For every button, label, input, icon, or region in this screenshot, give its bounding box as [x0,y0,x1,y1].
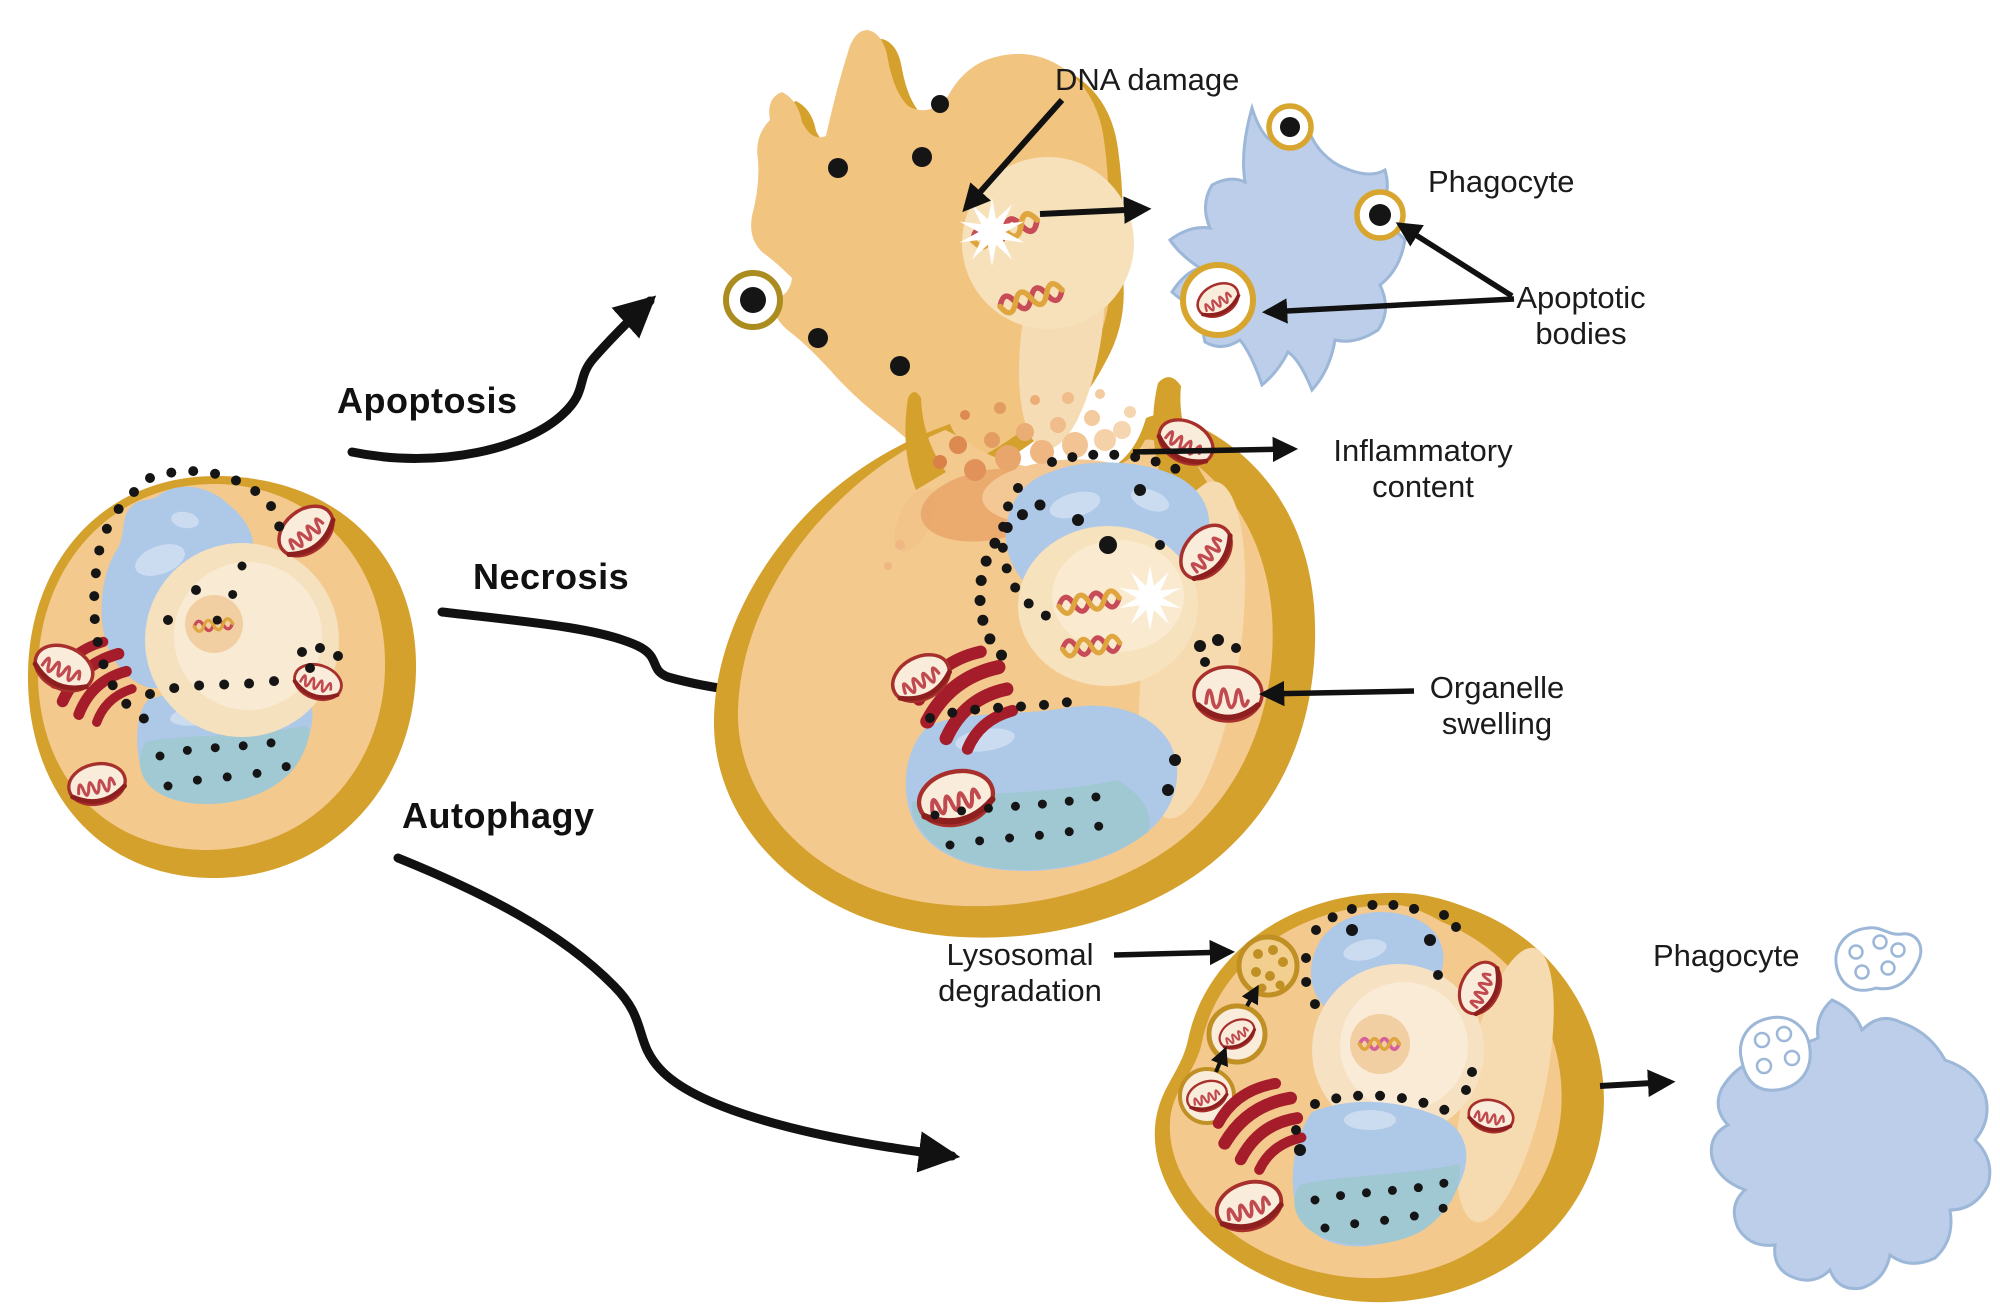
ribosome-dots [89,466,303,791]
ribosome-dots [925,449,1183,850]
apoptotic-to-phagocyte-arrow [1039,196,1152,224]
ribosome-dots [163,585,343,673]
lysosome [1236,934,1300,998]
phagocyte-cell-bottom [1709,926,1992,1291]
apoptosis-pathway-arrow [347,295,657,463]
dna-damage-label: DNA damage [1055,62,1240,97]
lysosomal-degradation-label: Lysosomal degradation [938,937,1102,1008]
phagocyte-bottom-label: Phagocyte [1653,938,1800,973]
phagocyte-top-label: Phagocyte [1428,164,1575,199]
necrosis-label: Necrosis [473,556,630,597]
apoptotic-body [1354,189,1406,241]
chromatin-dots [808,95,949,376]
organelle-swelling-arrow [1258,680,1415,707]
lysosomal-degradation-arrow [1113,939,1236,966]
er-cisterna [1049,491,1101,519]
necrotic-cell [714,377,1316,938]
er-cisterna [171,511,199,529]
phagocyte-cell-top [1167,102,1407,393]
apoptosis-label: Apoptosis [337,380,518,421]
autophagy-cell [1154,892,1604,1303]
autophagy-pathway-arrow [393,853,961,1173]
autophagy-label: Autophagy [402,795,595,836]
engulfed-vesicle [1739,1015,1812,1092]
er-cisterna [135,544,185,576]
nucleus [962,157,1134,329]
swollen-mitochondrion [1194,667,1262,721]
apoptotic-body [1180,262,1256,338]
inflammatory-content-arrow [1132,436,1299,463]
degradation-step-arrows [1210,984,1259,1073]
dna-damage-arrow [962,98,1065,213]
apoptotic-body [723,270,783,330]
cytoplasm-light-band [1456,947,1554,1223]
autophagosome [1206,1003,1268,1065]
free-vesicle [1834,926,1923,992]
healthy-cell [28,466,417,879]
er-cisterna [1343,939,1387,961]
apoptotic-body [1266,103,1314,151]
inflammatory-content-label: Inflammatory content [1333,433,1513,504]
organelle-swelling-label: Organelle swelling [1429,670,1565,741]
ribosome-dots [1291,910,1477,1156]
apoptotic-bodies-arrows [1261,222,1515,324]
ribosome-dots [1300,899,1460,1233]
apoptotic-bodies-label: Apoptotic bodies [1516,280,1646,351]
er-cisterna [1344,1110,1396,1130]
autophagy-to-phagocyte-arrow [1599,1069,1676,1098]
apoptotic-cell [723,30,1134,477]
ribosome-dots [1072,484,1241,796]
